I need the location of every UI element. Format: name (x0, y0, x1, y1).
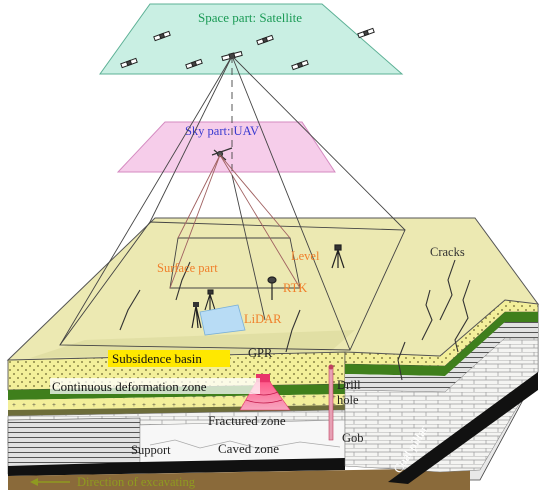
space-plane (99, 3, 404, 75)
ground-surface (6, 217, 540, 361)
sky-part-label: Sky part: UAV (185, 124, 259, 138)
satellite-icon (185, 58, 203, 70)
satellite-icon (357, 27, 375, 39)
fractured-zone-label: Fractured zone (208, 413, 286, 428)
coal-pillar (388, 372, 538, 484)
continuous-deformation-zone-label: Continuous deformation zone (52, 379, 207, 394)
cracks (119, 259, 471, 381)
drill-hole (328, 364, 334, 441)
level-tripod-icon (204, 289, 216, 311)
caved-zone-label: Caved zone (218, 441, 279, 456)
subsidence-basin-label: Subsidence basin (112, 351, 202, 366)
direction-arrow (30, 478, 70, 486)
lidar-label: LiDAR (244, 312, 282, 326)
subsidence-basin-highlight (108, 350, 230, 367)
space-part-label: Space part: Satellite (198, 10, 302, 25)
gob-label: Gob (342, 431, 364, 445)
surface-part-label: Surface part (157, 261, 218, 275)
satellite-icon (256, 34, 274, 46)
support-label: Support (131, 443, 171, 457)
gpr-label: GPR (248, 346, 273, 360)
strata-right (344, 299, 539, 484)
satellite-icon-group (120, 27, 375, 71)
satellite-icon (291, 59, 309, 71)
cracks-label: Cracks (430, 245, 465, 259)
direction-of-excavating-label: Direction of excavating (77, 475, 196, 489)
level-tripod-icon (331, 244, 345, 269)
rtk-icon (267, 276, 277, 300)
level-label: Level (291, 249, 320, 263)
drill-label: Drill (337, 378, 361, 392)
lidar-icon (191, 302, 246, 336)
hole-label: hole (337, 393, 359, 407)
sky-plane (116, 121, 336, 173)
rtk-label: RTK (283, 281, 307, 295)
projection-lines (59, 55, 406, 351)
satellite-icon (153, 30, 171, 42)
uav-icon (211, 147, 233, 161)
satellite-icon (120, 57, 138, 69)
